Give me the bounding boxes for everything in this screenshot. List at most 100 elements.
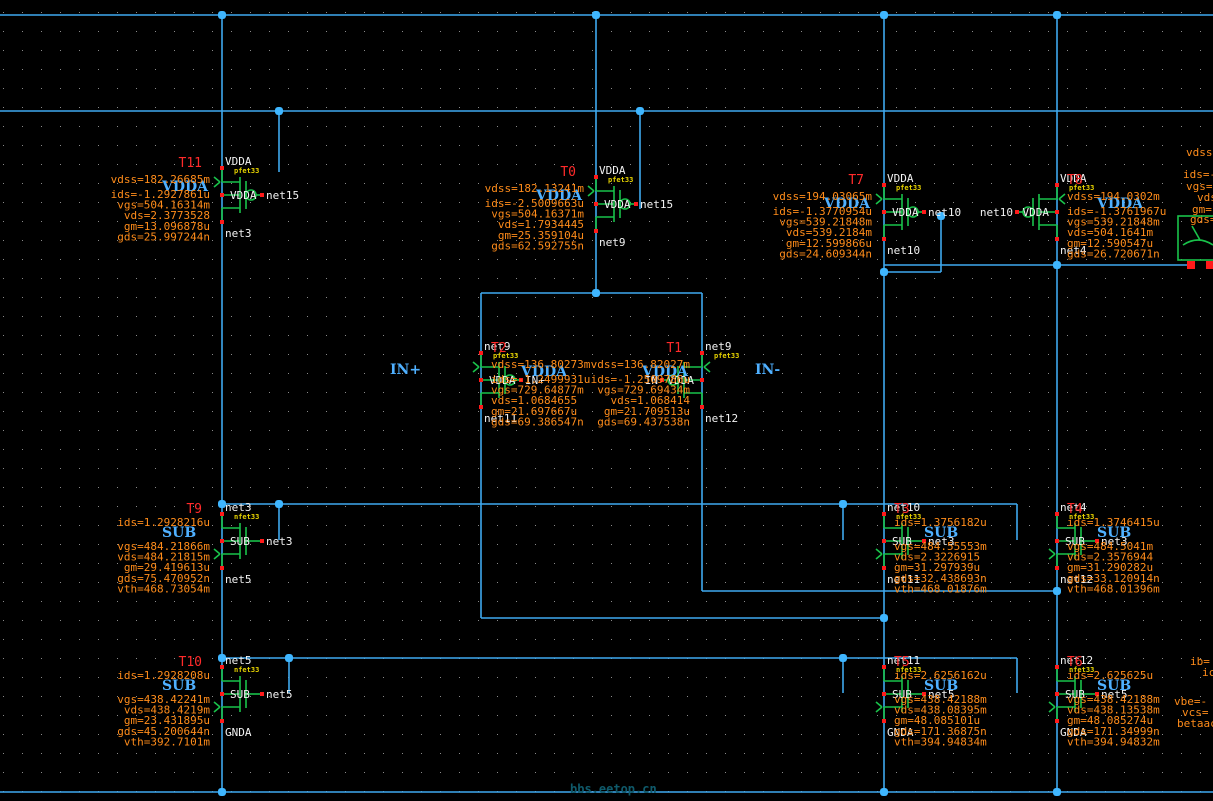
junction-dot: [218, 654, 226, 662]
param-text: gm=25.359104u: [498, 229, 584, 242]
param-text: gds=62.592755n: [491, 239, 584, 252]
param-text: vgs=729.64877m: [491, 384, 584, 397]
param-text: gds=24.609344n: [779, 247, 872, 260]
bulk-pin-label: SUB: [1097, 678, 1131, 694]
net-label-top: net4: [1060, 501, 1087, 514]
gate-net-label: net5: [266, 688, 293, 701]
arrow-icon: [213, 548, 221, 560]
pin-marker: [660, 378, 664, 382]
param-text: vgs=539.21848m: [779, 216, 872, 229]
gate-net-label: net3: [1101, 535, 1128, 548]
net-label-top: VDDA: [599, 164, 626, 177]
param-text: gds=171.34999n: [1067, 725, 1160, 738]
model-label: nfet33: [896, 513, 921, 521]
junction-dot: [592, 11, 600, 19]
junction-dot: [275, 500, 283, 508]
arrow-icon: [875, 193, 883, 205]
net-label-top: net5: [225, 654, 252, 667]
pin-marker: [882, 539, 886, 543]
param-text: vth=468.01876m: [894, 582, 987, 595]
param-text: gds=32.438693n: [894, 572, 987, 585]
junction-dot: [880, 788, 888, 796]
arrow-icon: [472, 361, 480, 373]
junction-dot: [839, 654, 847, 662]
net-label-bottom: net11: [887, 573, 920, 586]
arrow-icon: [1058, 193, 1066, 205]
param-text: vds=1.068414: [611, 394, 691, 407]
junction-dot: [1053, 587, 1061, 595]
bulk-pin-label: VDDA: [1096, 196, 1144, 212]
pin-marker: [220, 665, 224, 669]
param-text: gds=: [1190, 213, 1213, 226]
pin-marker: [1206, 261, 1213, 269]
gate-net-label: net3: [928, 535, 955, 548]
transistor-t1[interactable]: net9net12pfet33VDDAINT1VDDAvdss=136.8202…: [591, 340, 740, 428]
model-label: pfet33: [234, 167, 259, 175]
transistor-t8[interactable]: VDDAnet4pfet33VDDAnet10T8VDDAvdss=194.03…: [980, 172, 1166, 260]
junction-dot: [218, 500, 226, 508]
net-label-bottom: net3: [225, 227, 252, 240]
bulk-pin-label: SUB: [162, 678, 196, 694]
net-label-top: net3: [225, 501, 252, 514]
param-text: vgs=539.21848m: [1067, 216, 1160, 229]
param-text: vds=2.3576944: [1067, 551, 1153, 564]
instance-name: T5: [894, 655, 910, 670]
pin-marker: [479, 351, 483, 355]
param-text: vdss=182.26685m: [111, 173, 211, 186]
arrow-icon: [1048, 548, 1056, 560]
gate-net-label: net5: [928, 688, 955, 701]
arrow-icon: [1048, 701, 1056, 713]
param-text: vth=394.94832m: [1067, 735, 1160, 748]
pin-marker: [220, 692, 224, 696]
pin-in-minus-label[interactable]: IN-: [755, 362, 780, 378]
pin-marker: [882, 692, 886, 696]
bulk-net-label: SUB: [1065, 688, 1085, 701]
pin-marker: [922, 692, 926, 696]
pin-marker: [1095, 692, 1099, 696]
bulk-pin-label: VDDA: [641, 364, 689, 380]
pin-marker: [882, 512, 886, 516]
model-label: nfet33: [234, 513, 259, 521]
offscreen-device-bottom-right[interactable]: ib= ic vbe=- vcs= betaac: [1174, 655, 1213, 730]
net-label-top: VDDA: [225, 155, 252, 168]
param-text: gm=31.290282u: [1067, 561, 1153, 574]
pin-marker: [1055, 719, 1059, 723]
arrow-icon: [875, 548, 883, 560]
param-text: vdss=182.13241m: [485, 182, 585, 195]
pin-marker: [1055, 692, 1059, 696]
param-text: ids=1.2928216u: [117, 516, 210, 529]
param-text: gm=21.697667u: [491, 405, 577, 418]
arrow-icon: [213, 176, 221, 188]
param-text: ids=1.3756182u: [894, 516, 987, 529]
junction-dot: [839, 500, 847, 508]
param-text: gds=69.386547n: [491, 415, 584, 428]
param-text: ids=-1.2927861u: [111, 188, 210, 201]
bulk-pin-label: SUB: [924, 525, 958, 541]
gate-net-label: net10: [980, 206, 1013, 219]
instance-name: T2: [491, 341, 507, 356]
instance-name: T0: [560, 165, 576, 180]
param-text: vth=468.01396m: [1067, 582, 1160, 595]
pin-marker: [634, 202, 638, 206]
pin-marker: [220, 566, 224, 570]
bulk-net-label: VDDA: [230, 189, 257, 202]
pin-marker: [594, 202, 598, 206]
net-label-bottom: GNDA: [1060, 726, 1087, 739]
param-text: gm=13.096878u: [124, 220, 210, 233]
offscreen-device-top-right[interactable]: vdss= ids=- vgs= vds= gm= gds=: [1177, 146, 1213, 269]
pin-marker: [260, 692, 264, 696]
pin-marker: [479, 378, 483, 382]
junction-dot: [592, 289, 600, 297]
pin-in-plus-label[interactable]: IN+: [390, 362, 421, 378]
